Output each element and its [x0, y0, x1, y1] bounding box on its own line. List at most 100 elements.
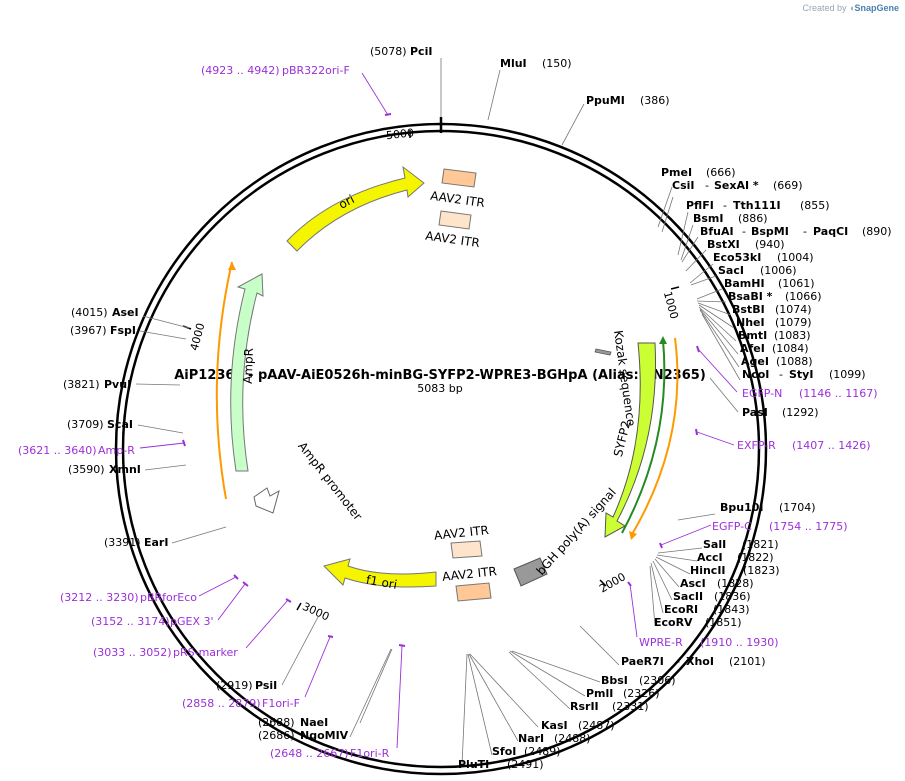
aav2-itr-box-bottom[interactable]: [450, 540, 483, 559]
site-paer7i-sep: -: [676, 655, 680, 668]
ampr-feature[interactable]: [230, 273, 264, 472]
primer-f1ori-f-name: F1ori-F: [262, 697, 300, 710]
site-pasi[interactable]: PasI (1292): [742, 406, 819, 419]
primer-f1ori-r[interactable]: (2648 .. 2667) F1ori-R: [270, 747, 390, 760]
site-bbsi[interactable]: BbsI (2306): [601, 674, 676, 687]
leader-fspi: [139, 330, 187, 340]
primer-amp-r[interactable]: (3621 .. 3640) Amp-R: [18, 444, 135, 457]
ori-feature[interactable]: [286, 165, 425, 252]
site-saci[interactable]: SacI (1006): [718, 264, 797, 277]
aav2-itr-box-top[interactable]: [441, 168, 477, 188]
leader-bamhi: [696, 288, 723, 300]
site-bfuai-alt2: PaqCI: [813, 225, 848, 238]
site-bamhi[interactable]: BamHI (1061): [724, 277, 815, 290]
site-xmni[interactable]: (3590) XmnI: [68, 463, 141, 476]
site-asei-pos: (4015): [71, 306, 108, 319]
primer-wpre-r[interactable]: WPRE-R (1910 .. 1930): [639, 636, 779, 649]
leader-agei: [699, 309, 740, 368]
site-kasi[interactable]: KasI (2487): [541, 719, 615, 732]
site-acci[interactable]: AccI (1822): [697, 551, 774, 564]
site-sacii[interactable]: SacII (1836): [673, 590, 751, 603]
site-psti[interactable]: (2919) PsiI: [216, 679, 277, 692]
leader-acci: [656, 554, 698, 562]
leader-eco53ki: [689, 263, 714, 284]
site-rsrii[interactable]: RsrII (2331): [570, 700, 649, 713]
site-bsmi[interactable]: BsmI (886): [693, 212, 768, 225]
primer-f1ori-r-range: (2648 .. 2667): [270, 747, 349, 760]
primer-f1ori-f[interactable]: (2858 .. 2879) F1ori-F: [182, 697, 300, 710]
aav2-itr-box-top2[interactable]: [438, 210, 472, 230]
site-bfuai-sep: -: [742, 225, 746, 238]
site-bfuai-pos: (890): [862, 225, 892, 238]
site-paer7i[interactable]: PaeR7I - XhoI (2101): [621, 655, 766, 668]
site-hincii[interactable]: HincII (1823): [690, 564, 780, 577]
site-bfuai[interactable]: BfuAI - BspMI - PaqCI (890): [700, 225, 892, 238]
primer-exfp-r[interactable]: EXFP-R (1407 .. 1426): [737, 439, 871, 452]
site-scai-name: ScaI: [107, 418, 133, 431]
site-ppumi[interactable]: PpuMI (386): [586, 94, 670, 107]
site-afei[interactable]: AfeI (1084): [740, 342, 809, 355]
site-acci-name: AccI: [697, 551, 723, 564]
site-bstbi[interactable]: BstBI (1074): [732, 303, 812, 316]
site-scai[interactable]: (3709) ScaI: [67, 418, 133, 431]
primer-egfp-n[interactable]: EGFP-N (1146 .. 1167): [742, 387, 878, 400]
primer-prs-marker[interactable]: (3033 .. 3052) pRS-marker: [93, 646, 238, 659]
site-bsabi[interactable]: BsaBI * (1066): [728, 290, 822, 303]
aav2-itr-box-bottom2[interactable]: [455, 582, 492, 602]
site-csii-pos: (669): [773, 179, 803, 192]
site-asei[interactable]: (4015) AseI: [71, 306, 139, 319]
site-nhei[interactable]: NheI (1079): [736, 316, 812, 329]
site-sali[interactable]: SalI (1821): [703, 538, 779, 551]
sypf2-feature[interactable]: [604, 342, 656, 538]
bgh-polya-feature[interactable]: [513, 557, 548, 587]
site-ecorv[interactable]: EcoRV (1851): [654, 616, 742, 629]
site-pvui[interactable]: (3821) PvuI: [63, 378, 131, 391]
site-bfuai-sep2: -: [803, 225, 807, 238]
site-pmei[interactable]: PmeI (666): [661, 166, 736, 179]
site-paer7i-pos: (2101): [729, 655, 766, 668]
site-sacii-name: SacII: [673, 590, 703, 603]
primer-egfp-c[interactable]: EGFP-C (1754 .. 1775): [712, 520, 848, 533]
site-nari[interactable]: NarI (2488): [518, 732, 591, 745]
site-nhei-name: NheI: [736, 316, 765, 329]
ori-label: ori: [336, 192, 356, 212]
leader-bsabi: [696, 300, 727, 303]
site-pluti[interactable]: PluTI (2491): [458, 758, 544, 771]
site-ngomiv[interactable]: (2686) NgoMIV: [258, 729, 349, 742]
site-bstxi[interactable]: BstXI (940): [707, 238, 785, 251]
site-bpu10i[interactable]: Bpu10I (1704): [720, 501, 816, 514]
tick-3000-mark: [296, 602, 302, 611]
primer-mark-egfp-c: [659, 542, 663, 549]
site-naei[interactable]: (2688) NaeI: [258, 716, 328, 729]
site-ecori[interactable]: EcoRI (1843): [664, 603, 750, 616]
site-sfoi[interactable]: SfoI (2489): [492, 745, 561, 758]
primer-pgex3[interactable]: (3152 .. 3174) pGEX 3': [91, 615, 214, 628]
site-agei-pos: (1088): [776, 355, 813, 368]
site-eari[interactable]: (3391) EarI: [104, 536, 168, 549]
site-fspi[interactable]: (3967) FspI: [70, 324, 136, 337]
site-pvui-pos: (3821): [63, 378, 100, 391]
primer-pbr322ori-f[interactable]: (4923 .. 4942) pBR322ori-F: [201, 64, 350, 77]
site-asci[interactable]: AscI (1828): [680, 577, 754, 590]
site-pcii[interactable]: (5078) PciI: [370, 45, 432, 58]
site-csii[interactable]: CsiI - SexAI * (669): [672, 179, 803, 192]
site-bstxi-pos: (940): [755, 238, 785, 251]
primer-pbrforeco[interactable]: (3212 .. 3230) pBRforEco: [60, 591, 197, 604]
leader-csii: [661, 196, 674, 233]
site-ncoi[interactable]: NcoI - StyI (1099): [742, 368, 866, 381]
site-naei-pos: (2688): [258, 716, 295, 729]
site-agei[interactable]: AgeI (1088): [741, 355, 813, 368]
site-pflfi[interactable]: PflFI - Tth111I (855): [686, 199, 830, 212]
site-mlui[interactable]: MluI (150): [500, 57, 572, 70]
site-eco53ki[interactable]: Eco53kI (1004): [713, 251, 814, 264]
kozak-feature[interactable]: [594, 348, 612, 356]
primer-pbrforeco-name: pBRforEco: [140, 591, 197, 604]
site-pmli[interactable]: PmlI (2326): [586, 687, 660, 700]
leader-kasi: [469, 653, 539, 728]
site-bstxi-name: BstXI: [707, 238, 740, 251]
site-hincii-pos: (1823): [743, 564, 780, 577]
ampr-promoter-feature[interactable]: [253, 487, 280, 514]
f1-ori-feature[interactable]: [323, 558, 437, 588]
site-bmti[interactable]: BmtI (1083): [738, 329, 811, 342]
